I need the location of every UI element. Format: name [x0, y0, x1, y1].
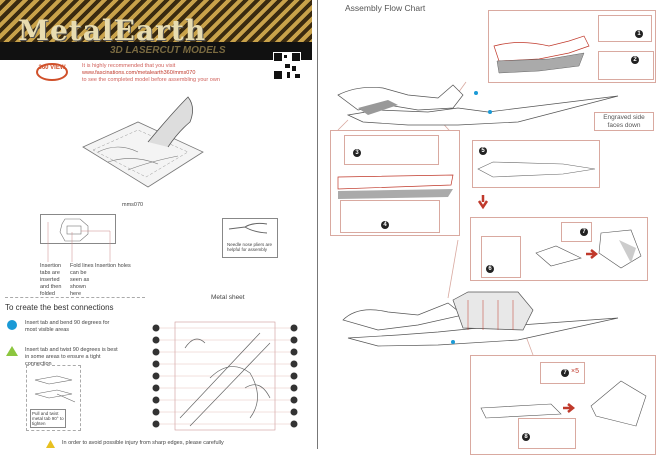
pull-twist-note: Pull and twist metal tab 90° to tighten: [30, 409, 66, 428]
step-4-box: 4: [340, 200, 440, 233]
pliers-icon: [228, 222, 268, 234]
step-number: 1: [635, 30, 643, 38]
flow-chart-title: Assembly Flow Chart: [345, 3, 426, 13]
step-number: 7: [580, 228, 588, 236]
step-3-box: 3: [344, 135, 439, 165]
twist-tab-diagram: Pull and twist metal tab 90° to tighten: [26, 365, 81, 431]
engraved-side-note: Engraved side faces down: [594, 112, 654, 131]
arrow-down-icon: [477, 195, 489, 210]
divider: [5, 297, 145, 298]
step-number: 6: [486, 265, 494, 273]
connections-title: To create the best connections: [5, 303, 114, 312]
multiplier: ×5: [571, 368, 579, 375]
step-8-box: 8: [518, 418, 576, 449]
recommendation-text: It is highly recommended that you visit …: [82, 63, 220, 84]
recommend-url-link[interactable]: www.fascinations.com/metalearth360/mms07…: [82, 70, 196, 76]
step-number: 8: [522, 433, 530, 441]
qr-code-icon: [273, 52, 301, 80]
step-number: 7: [561, 369, 569, 377]
green-triangle-icon: [6, 346, 18, 356]
model-sheet-illustration: [82, 96, 204, 188]
head-illustration: [535, 229, 642, 269]
tail-illustration: [477, 161, 596, 178]
pliers-box: Needle nose pliers are helpful for assem…: [222, 218, 278, 258]
metal-earth-banner: MetalEarth 3D LASERCUT MODELS: [0, 0, 312, 60]
brand-tagline: 3D LASERCUT MODELS: [110, 45, 226, 56]
step-7x5-box: 7 ×5: [540, 362, 585, 384]
step-2-box: 2: [598, 51, 654, 80]
page-divider: [317, 0, 318, 449]
blue-dot-icon: [7, 320, 17, 330]
step-number: 5: [479, 147, 487, 155]
tab-diagram: [40, 214, 116, 262]
model-caption: mms070: [122, 202, 144, 208]
insertion-tabs-label: Insertion tabs are inserted and then fol…: [40, 263, 62, 297]
metal-sheet-diagram: [152, 321, 298, 431]
fold-lines-label: Fold lines can be seen as shown here: [70, 263, 94, 297]
step-number: 2: [631, 56, 639, 64]
assembly-illustrations: [337, 25, 619, 356]
recommend-line: to see the completed model before assemb…: [82, 77, 220, 83]
step-1-2-illustration: [493, 35, 590, 74]
green-tip-text: Insert tab and twist 90 degrees is best …: [25, 347, 118, 367]
warning-icon: [46, 440, 55, 448]
step-3-illustration: [337, 174, 454, 199]
360-view-icon: 360 VIEW: [36, 63, 68, 81]
recommend-line: It is highly recommended that you visit: [82, 63, 176, 69]
step-7-box: 7: [561, 222, 592, 242]
step-1-box: 1: [598, 15, 652, 42]
arrow-right-icon: [563, 403, 576, 413]
step-number: 4: [381, 221, 389, 229]
metal-sheet-title: Metal sheet: [211, 294, 245, 301]
arrow-right-icon: [586, 249, 599, 259]
insertion-holes-label: Insertion holes: [95, 263, 131, 269]
brand-logo: MetalEarth: [18, 14, 207, 47]
body-segments-illustration: [480, 380, 647, 427]
warning-text: In order to avoid possible injury from s…: [62, 440, 224, 446]
pliers-text: Needle nose pliers are helpful for assem…: [227, 242, 273, 252]
step-5-box: 5: [472, 140, 600, 188]
step-6-box: 6: [481, 236, 521, 278]
step-number: 3: [353, 149, 361, 157]
blue-tip-text: Insert tab and bend 90 degrees for most …: [25, 320, 110, 333]
twist-tab-illustration: [34, 375, 76, 403]
